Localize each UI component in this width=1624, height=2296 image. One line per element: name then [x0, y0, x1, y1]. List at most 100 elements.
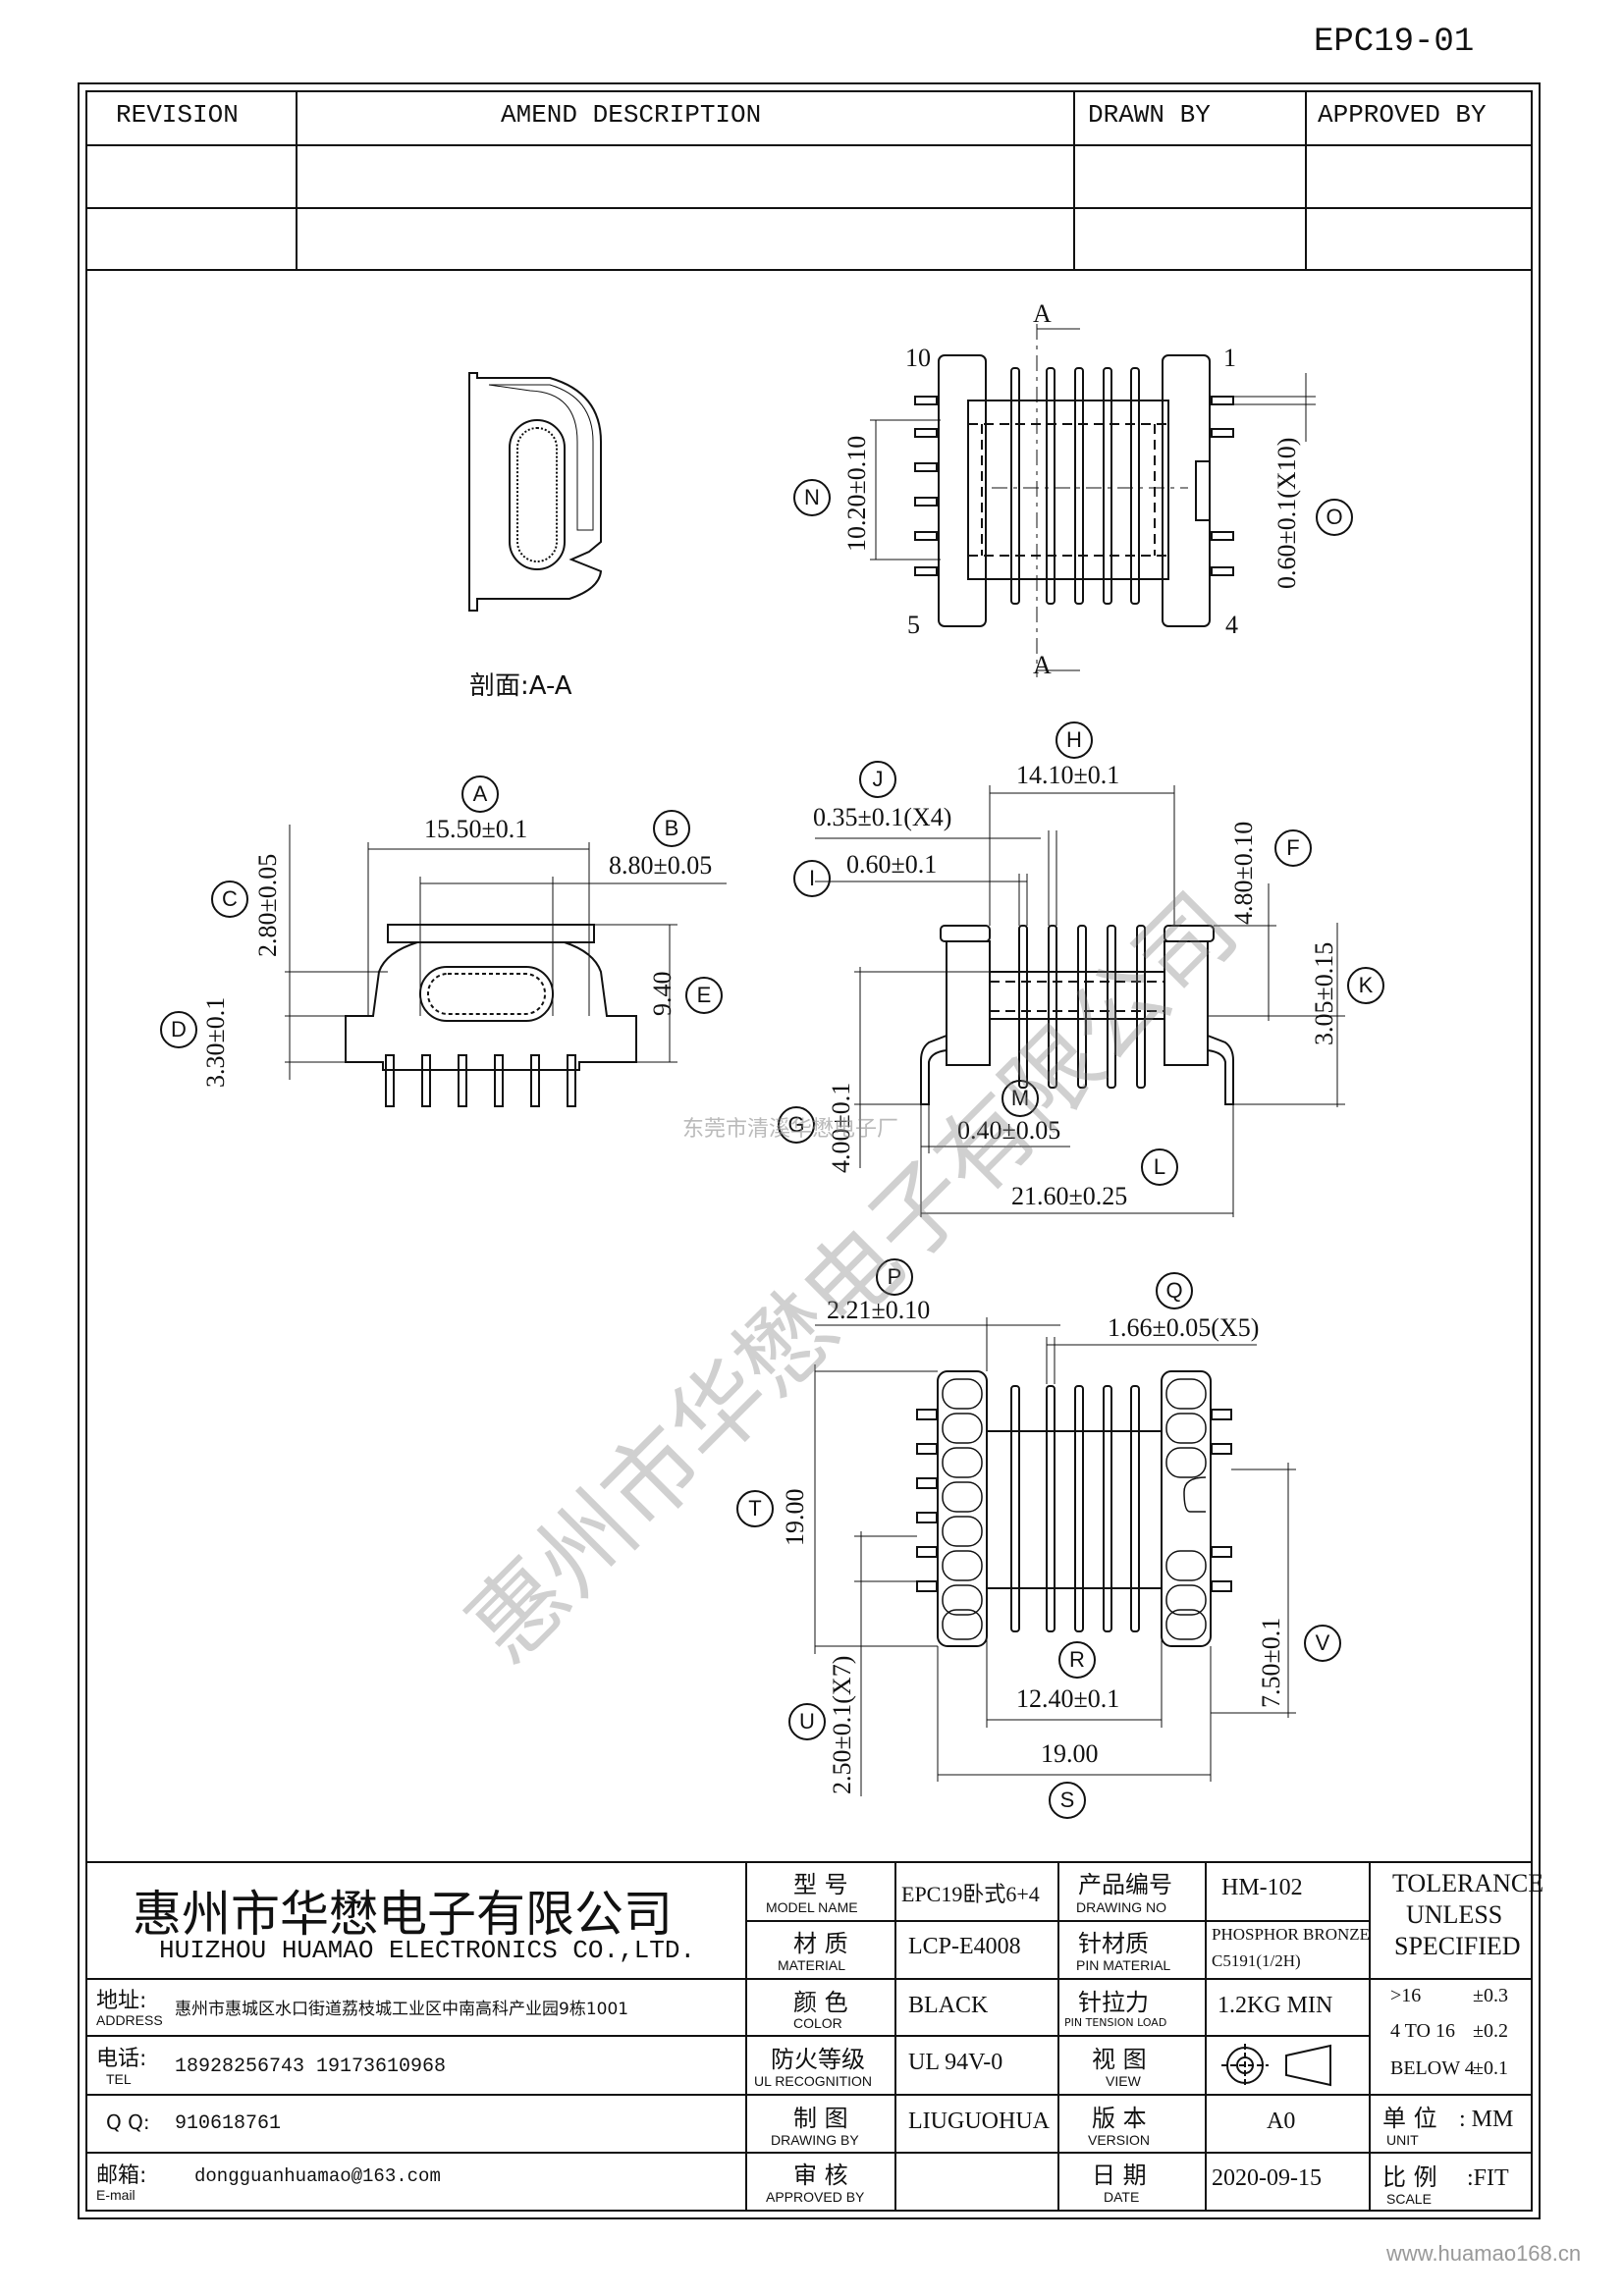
section-mark-bottom: A — [1033, 651, 1052, 679]
pin-label-10: 10 — [905, 344, 931, 372]
section-caption: 剖面:A-A — [469, 671, 572, 701]
company-name-cn: 惠州市华懋电子有限公司 — [133, 1886, 673, 1943]
dim-d: 3.30±0.1 — [201, 996, 230, 1088]
pin-label-1: 1 — [1223, 344, 1236, 372]
tol-row1-val: ±0.3 — [1473, 1985, 1508, 2006]
tag-v: V — [1304, 1625, 1341, 1662]
inner-frame — [85, 90, 1533, 2212]
tag-n: N — [793, 479, 831, 516]
tag-g: G — [778, 1106, 815, 1144]
pin-tension-label: 针拉力 — [1078, 1989, 1149, 2016]
dim-k: 3.05±0.15 — [1310, 941, 1338, 1045]
tag-b: B — [653, 810, 690, 847]
tag-o: O — [1316, 499, 1353, 536]
tag-q: Q — [1156, 1272, 1193, 1309]
drawn-by-value: LIUGUOHUA — [908, 2109, 1050, 2134]
front-view-shape — [815, 785, 1345, 1217]
qq-value: 910618761 — [175, 2112, 282, 2135]
dim-m: 0.40±0.05 — [957, 1116, 1061, 1145]
dim-f: 4.80±0.10 — [1229, 821, 1258, 925]
watermark-small: 东莞市清溪华懋电子厂 — [682, 1117, 899, 1142]
tel-label-en: TEL — [106, 2071, 132, 2087]
color-label: 颜 色 — [793, 1989, 848, 2016]
scale-label-en: SCALE — [1386, 2191, 1432, 2207]
pin-material-value-2: C5191(1/2H) — [1212, 1951, 1301, 1970]
email-label-en: E-mail — [96, 2187, 135, 2203]
version-label: 版 本 — [1092, 2105, 1147, 2132]
ul-value: UL 94V-0 — [908, 2050, 1003, 2075]
dim-c: 2.80±0.05 — [253, 853, 282, 957]
address-value: 惠州市惠城区水口街道荔枝城工业区中南高科产业园9栋1001 — [175, 2000, 629, 2019]
dim-l: 21.60±0.25 — [1011, 1182, 1128, 1210]
tag-d: D — [160, 1011, 197, 1048]
pin-tension-label-en: PIN TENSION LOAD — [1064, 2016, 1167, 2029]
material-label-en: MATERIAL — [778, 1957, 845, 1973]
dim-h: 14.10±0.1 — [1016, 761, 1120, 789]
pin-label-4: 4 — [1225, 611, 1238, 639]
dim-s: 19.00 — [1041, 1739, 1099, 1768]
email-label: 邮箱: — [96, 2163, 147, 2188]
pin-material-value-1: PHOSPHOR BRONZE — [1212, 1925, 1371, 1944]
dim-t: 19.00 — [781, 1488, 809, 1547]
section-mark-top: A — [1033, 299, 1052, 328]
color-label-en: COLOR — [793, 2015, 842, 2031]
pin-label-5: 5 — [907, 611, 920, 639]
model-value: EPC19卧式6+4 — [901, 1882, 1040, 1906]
side-view-shape — [285, 825, 727, 1107]
tag-m: M — [1001, 1080, 1039, 1117]
tol-row3-range: BELOW 4 — [1390, 2057, 1475, 2079]
dim-u: 2.50±0.1(X7) — [828, 1655, 856, 1794]
dim-q: 1.66±0.05(X5) — [1108, 1313, 1260, 1342]
date-value: 2020-09-15 — [1212, 2165, 1322, 2191]
tol-row1-range: >16 — [1390, 1985, 1422, 2006]
tel-value: 18928256743 19173610968 — [175, 2056, 447, 2078]
unit-label: 单 位 — [1382, 2105, 1437, 2132]
tag-c: C — [211, 881, 248, 918]
approved-label: 审 核 — [793, 2162, 848, 2189]
revision-header-drawn: DRAWN BY — [1088, 100, 1211, 130]
tag-l: L — [1141, 1148, 1178, 1186]
version-value: A0 — [1267, 2109, 1296, 2134]
approved-label-en: APPROVED BY — [766, 2189, 865, 2205]
view-label: 视 图 — [1092, 2046, 1147, 2073]
dim-j: 0.35±0.1(X4) — [813, 803, 952, 831]
pin-material-label: 针材质 — [1078, 1930, 1149, 1957]
tag-i: I — [793, 860, 831, 897]
section-view-shape — [468, 372, 603, 612]
address-label: 地址: — [96, 1989, 147, 2013]
model-label-en: MODEL NAME — [766, 1899, 858, 1915]
tel-label: 电话: — [96, 2047, 147, 2071]
drawn-label: 制 图 — [793, 2105, 848, 2132]
drawing-no-label: 产品编号 — [1078, 1871, 1172, 1898]
model-label: 型 号 — [793, 1871, 848, 1898]
dim-a: 15.50±0.1 — [424, 815, 528, 843]
scale-label: 比 例 — [1382, 2163, 1437, 2191]
ul-label-en: UL RECOGNITION — [754, 2073, 873, 2089]
tol-row2-val: ±0.2 — [1473, 2020, 1508, 2042]
dim-i: 0.60±0.1 — [846, 850, 938, 879]
pin-material-label-en: PIN MATERIAL — [1076, 1957, 1171, 1973]
dim-r: 12.40±0.1 — [1016, 1684, 1120, 1713]
tag-u: U — [788, 1703, 826, 1740]
dim-e: 9.40 — [648, 971, 677, 1017]
color-value: BLACK — [908, 1993, 989, 2018]
dim-o: 0.60±0.1(X10) — [1272, 437, 1301, 589]
drawing-no-value: HM-102 — [1221, 1875, 1303, 1900]
footer-url[interactable]: www.huamao168.cn — [1386, 2241, 1582, 2266]
version-label-en: VERSION — [1088, 2132, 1151, 2148]
revision-table-grid — [86, 91, 1532, 271]
tag-r: R — [1058, 1641, 1096, 1679]
qq-label: Q Q: — [106, 2110, 150, 2134]
top-view-shape — [870, 324, 1316, 677]
tag-f: F — [1274, 829, 1312, 867]
unit-value: : MM — [1459, 2107, 1514, 2132]
tol-row2-range: 4 TO 16 — [1390, 2020, 1455, 2042]
view-label-en: VIEW — [1106, 2073, 1141, 2089]
tag-j: J — [859, 761, 896, 798]
tag-p: P — [876, 1258, 913, 1296]
tolerance-line-2: UNLESS — [1406, 1900, 1503, 1929]
company-name-en: HUIZHOU HUAMAO ELECTRONICS CO.,LTD. — [159, 1936, 696, 1965]
projection-symbol — [1221, 2044, 1331, 2087]
revision-header-revision: REVISION — [116, 100, 239, 130]
